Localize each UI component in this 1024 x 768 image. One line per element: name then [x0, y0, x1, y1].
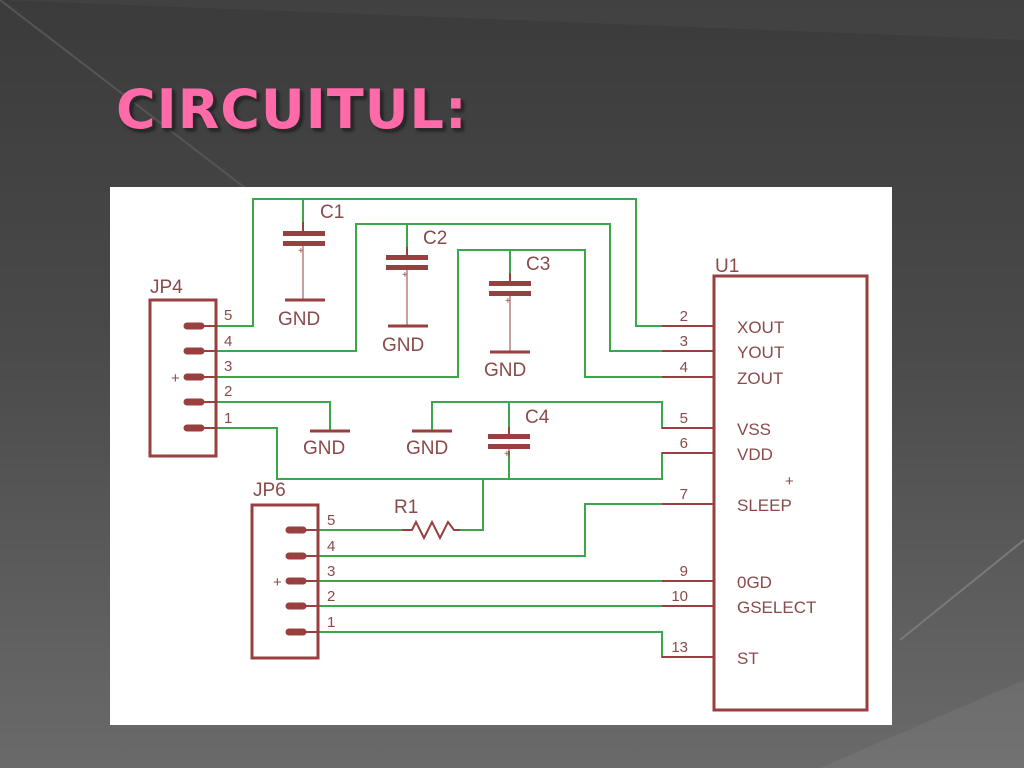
jp4-mark: +	[171, 370, 180, 387]
capacitor-c4: + C4	[488, 407, 550, 460]
c1-label: C1	[320, 202, 344, 223]
capacitor-c1: + C1 GND	[278, 202, 344, 330]
gnd-label: GND	[303, 438, 345, 459]
r1-label: R1	[394, 497, 418, 518]
u1-pin-num: 2	[680, 308, 688, 325]
resistor-r1: R1	[394, 497, 460, 541]
connector-jp4: JP4 + 5 4 3 2 1	[148, 277, 232, 458]
u1-pin-lines	[662, 325, 714, 658]
jp4-pin-label: 1	[224, 410, 232, 427]
slide-title: CIRCUITUL:	[116, 78, 468, 141]
jp4-pin-label: 3	[224, 358, 232, 375]
u1-pin-num: 3	[680, 333, 688, 350]
capacitor-c3: + C3 GND	[484, 254, 550, 381]
capacitor-c2: + C2 GND	[382, 228, 447, 356]
jp6-mark: +	[273, 574, 282, 591]
jp4-pin-label: 2	[224, 383, 232, 400]
ground-symbol: GND	[303, 429, 350, 459]
svg-text:+: +	[402, 270, 408, 281]
svg-text:+: +	[504, 449, 510, 460]
c2-label: C2	[423, 228, 447, 249]
svg-text:+: +	[298, 246, 304, 257]
jp6-name: JP6	[253, 480, 286, 501]
gnd-label: GND	[278, 309, 320, 330]
gnd-label: GND	[382, 335, 424, 356]
circuit-schematic: JP4 + 5 4 3 2 1 JP6	[110, 187, 892, 725]
u1-pin-num: 9	[680, 563, 688, 580]
ground-symbol: GND	[406, 429, 452, 459]
u1-pin-label: YOUT	[737, 343, 784, 362]
u1-pin-label: GSELECT	[737, 598, 816, 617]
jp6-pin-label: 5	[327, 512, 335, 529]
chip-u1: U1 + 2 3 4 5 6 7 9 10 13 XOUT YOUT ZOUT …	[662, 256, 869, 712]
jp4-pin-label: 5	[224, 307, 232, 324]
u1-pin-num: 13	[671, 639, 688, 656]
jp6-pin-label: 2	[327, 588, 335, 605]
u1-pin-label: XOUT	[737, 318, 784, 337]
u1-pin-num: 10	[671, 588, 688, 605]
u1-pin-num: 6	[680, 435, 688, 452]
jp4-name: JP4	[150, 277, 183, 298]
jp4-pin-label: 4	[224, 333, 232, 350]
u1-pin-num: 4	[680, 359, 688, 376]
jp6-pin-label: 3	[327, 563, 335, 580]
jp4-pins	[183, 322, 217, 432]
jp6-pin-label: 1	[327, 614, 335, 631]
u1-pin-label: VDD	[737, 445, 773, 464]
wires	[217, 198, 711, 658]
u1-pin-label: VSS	[737, 420, 771, 439]
u1-mark: +	[785, 473, 794, 490]
c3-label: C3	[526, 254, 550, 275]
u1-pin-label: 0GD	[737, 573, 772, 592]
u1-pin-num: 5	[680, 410, 688, 427]
gnd-label: GND	[406, 438, 448, 459]
jp6-pins	[285, 526, 317, 636]
u1-pin-label: ZOUT	[737, 369, 783, 388]
u1-pin-num: 7	[680, 486, 688, 503]
u1-pin-label: ST	[737, 649, 759, 668]
gnd-label: GND	[484, 360, 526, 381]
jp6-pin-label: 4	[327, 538, 335, 555]
u1-pin-label: SLEEP	[737, 496, 792, 515]
u1-name: U1	[715, 256, 739, 277]
connector-jp6: JP6 + 5 4 3 2 1	[250, 480, 335, 660]
svg-text:+: +	[505, 296, 511, 307]
c4-label: C4	[525, 407, 550, 428]
